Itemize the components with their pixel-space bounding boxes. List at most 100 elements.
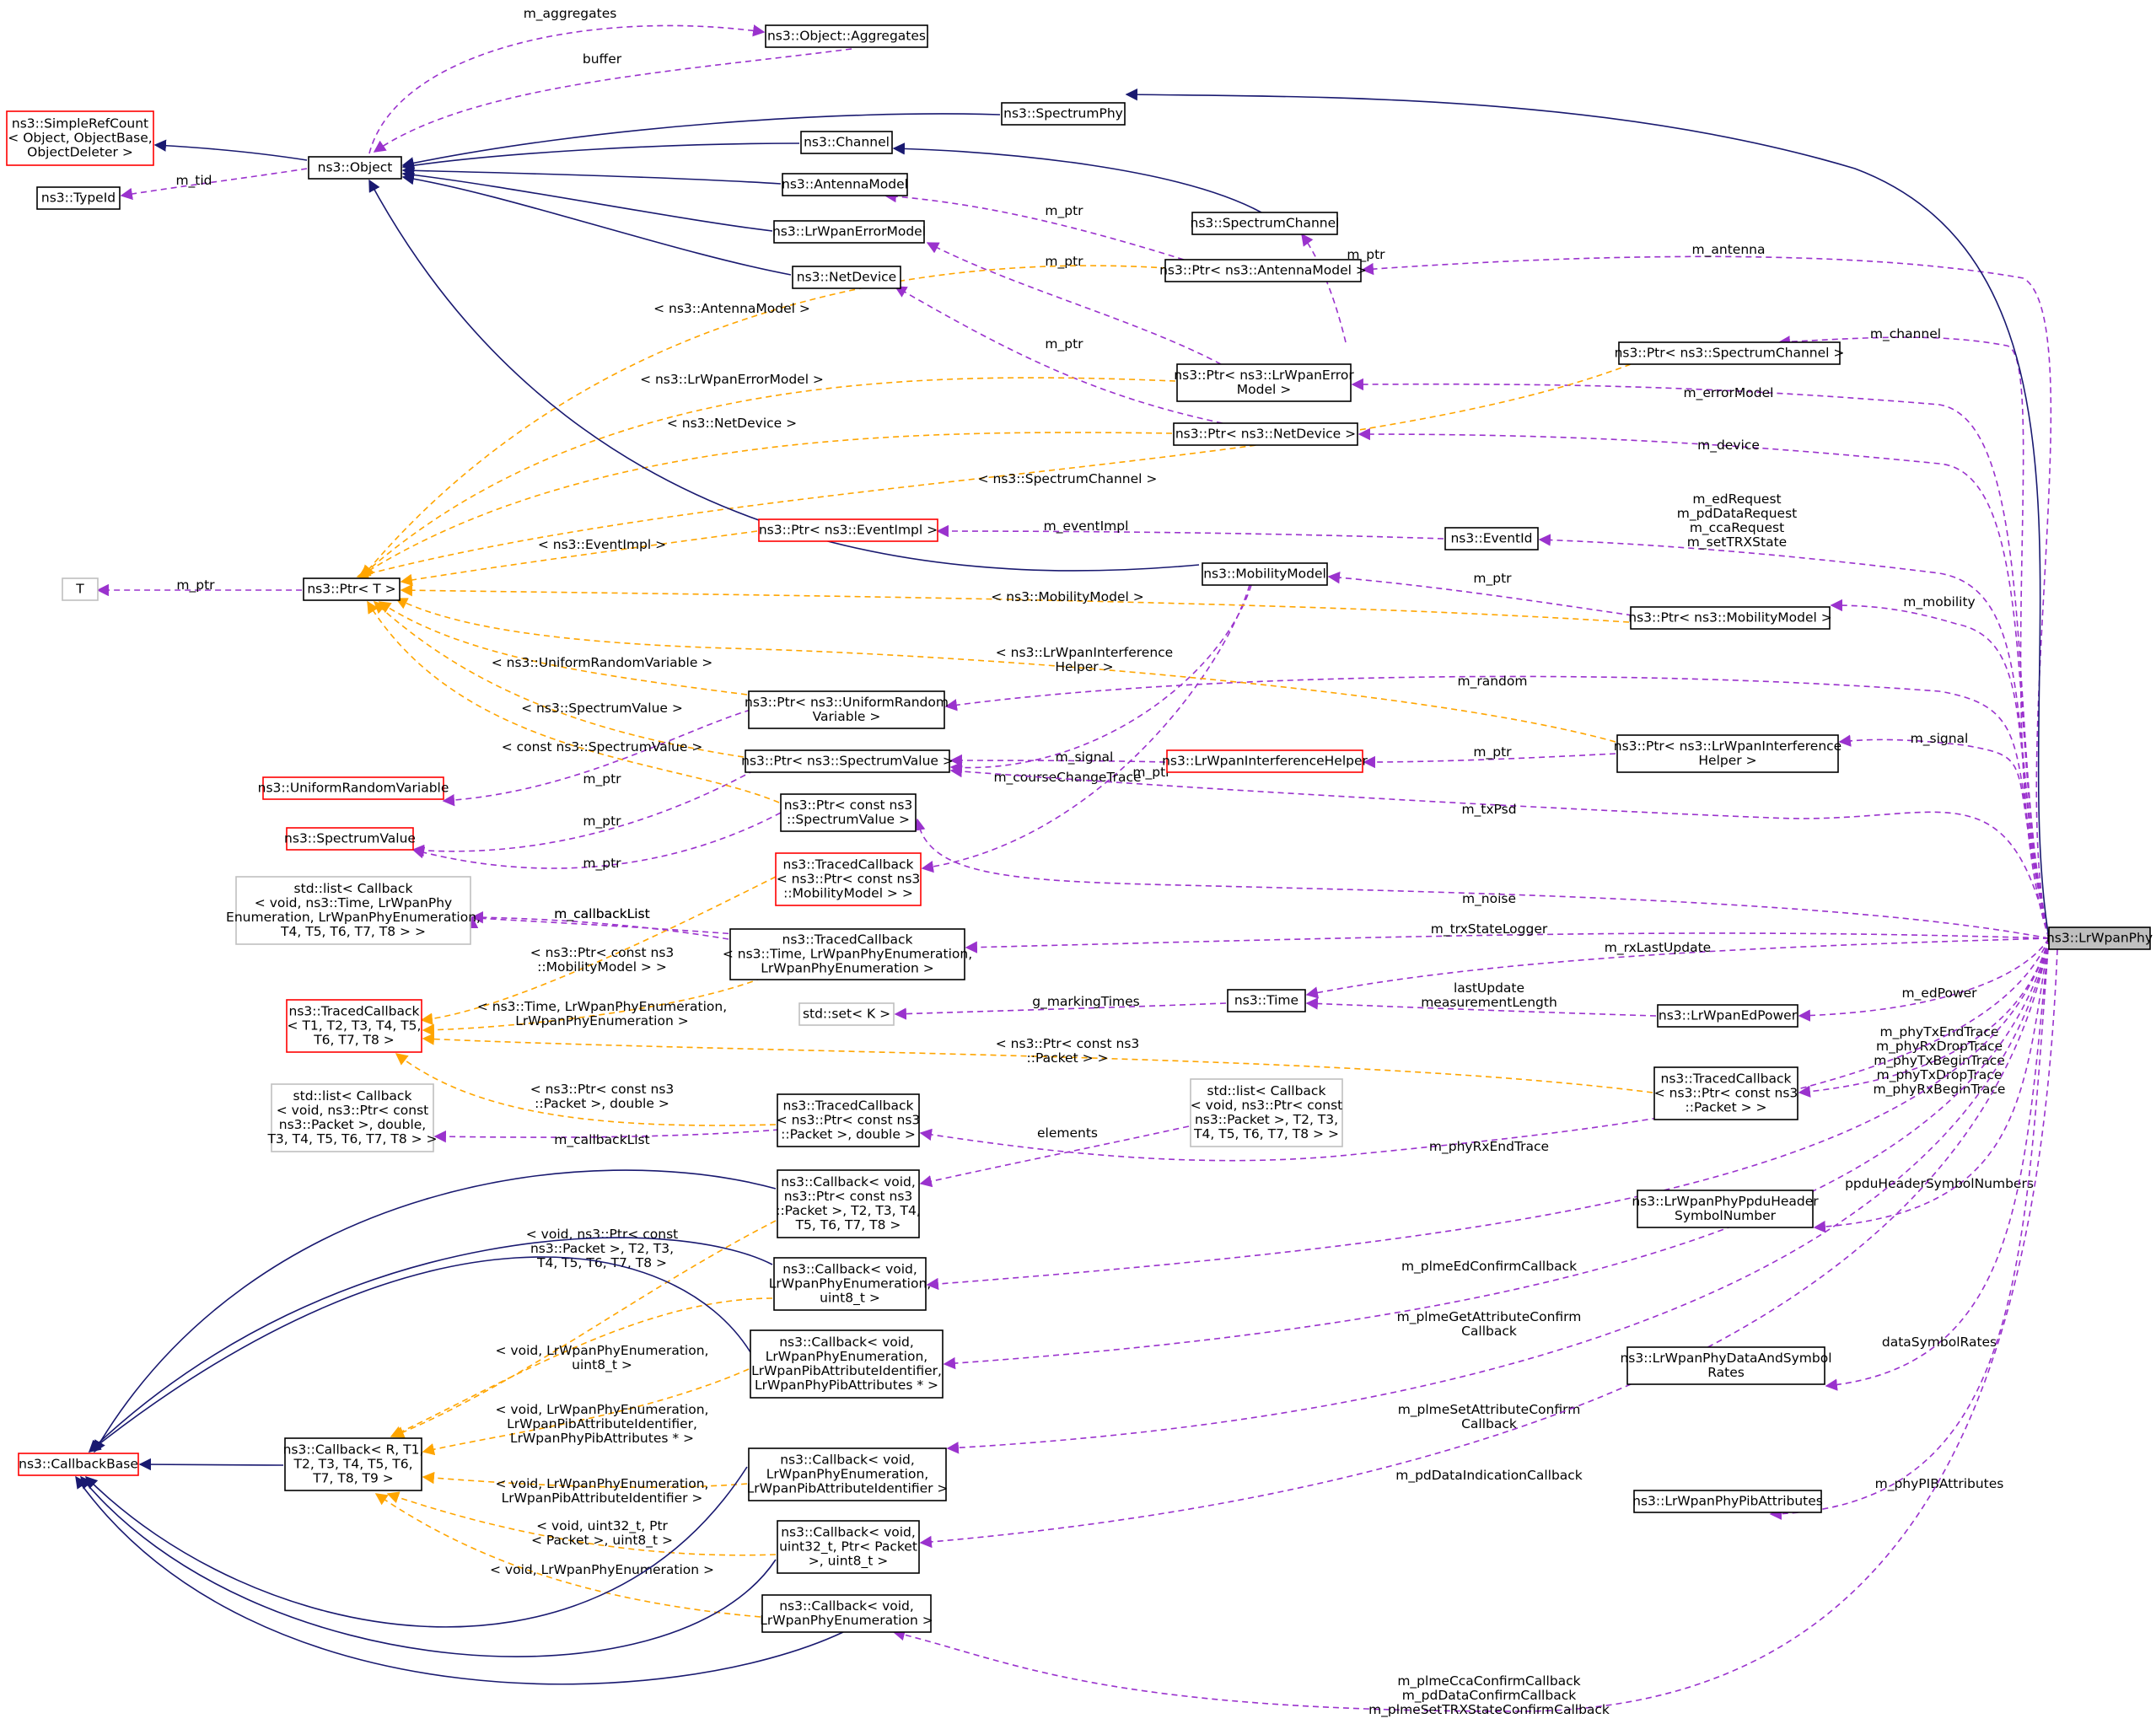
edge-label: < ns3::NetDevice > — [667, 416, 797, 431]
class-node-ptrspectrumchannel[interactable]: ns3::Ptr< ns3::SpectrumChannel > — [1615, 341, 1845, 365]
class-node-box — [1191, 212, 1338, 235]
edge-label: < void, LrWpanPhyEnumeration, — [496, 1402, 709, 1417]
usage-edge: m_ptr — [411, 755, 782, 857]
class-node-ptrinterference[interactable]: ns3::Ptr< ns3::LrWpanInterferenceHelper … — [1614, 734, 1841, 773]
class-node-box — [782, 173, 908, 196]
class-node-interferencehelper[interactable]: ns3::LrWpanInterferenceHelper — [1162, 749, 1368, 773]
class-node-eventid[interactable]: ns3::EventId — [1444, 527, 1539, 550]
class-node-cbpacket[interactable]: ns3::Callback< void,ns3::Ptr< const ns3:… — [776, 1169, 921, 1238]
class-node-ptrmobility[interactable]: ns3::Ptr< ns3::MobilityModel > — [1628, 606, 1832, 630]
class-node-box — [286, 999, 422, 1053]
class-node-simplerefcount[interactable]: ns3::SimpleRefCount< Object, ObjectBase,… — [6, 110, 154, 166]
edge-label: m_ptr — [583, 771, 621, 787]
usage-edge-line — [936, 524, 1444, 540]
class-node-cbuint32[interactable]: ns3::Callback< void,uint32_t, Ptr< Packe… — [777, 1520, 920, 1574]
class-node-object[interactable]: ns3::Object — [308, 156, 402, 180]
template-edge-line — [367, 600, 780, 803]
class-node-urv[interactable]: ns3::UniformRandomVariable — [258, 776, 449, 800]
usage-edge-line — [373, 48, 852, 153]
usage-edge: m_tid — [120, 168, 308, 201]
edge-label: < ns3::LrWpanInterference — [996, 645, 1173, 660]
class-node-cbenumuint8[interactable]: ns3::Callback< void,LrWpanPhyEnumeration… — [769, 1257, 931, 1311]
usage-edge-line — [884, 190, 1185, 260]
usage-edge: m_rxLastUpdate — [1305, 937, 2050, 999]
class-node-antennamodel[interactable]: ns3::AntennaModel — [782, 173, 908, 196]
class-node-setk[interactable]: std::set< K > — [798, 1002, 895, 1026]
class-node-ptrurv[interactable]: ns3::Ptr< ns3::UniformRandomVariable > — [745, 690, 949, 729]
usage-edge-line — [1361, 255, 2052, 939]
usage-edge-line — [894, 1002, 1227, 1020]
usage-edge-line — [946, 937, 2050, 1454]
class-node-label: ns3::TracedCallback — [1661, 1071, 1792, 1087]
class-node-ptrantenna[interactable]: ns3::Ptr< ns3::AntennaModel > — [1159, 259, 1367, 282]
class-node-tcpacketdouble[interactable]: ns3::TracedCallback< ns3::Ptr< const ns3… — [777, 1093, 921, 1147]
class-node-box — [1616, 734, 1839, 773]
class-node-ptrnetdevice[interactable]: ns3::Ptr< ns3::NetDevice > — [1173, 422, 1358, 446]
class-node-listcallbackpacket[interactable]: std::list< Callback< void, ns3::Ptr< con… — [1190, 1078, 1343, 1147]
usage-edge-line — [921, 584, 1250, 873]
class-node-ptrconstspectrumvalue[interactable]: ns3::Ptr< const ns3::SpectrumValue > — [780, 793, 917, 832]
usage-edge-line — [892, 948, 2058, 1712]
edge-label: < ns3::EventImpl > — [538, 537, 666, 552]
class-node-ptrerrormodel[interactable]: ns3::Ptr< ns3::LrWpanErrorModel > — [1174, 363, 1354, 402]
class-node-mobilitymodel[interactable]: ns3::MobilityModel — [1202, 562, 1328, 586]
class-node-aggregates[interactable]: ns3::Object::Aggregates — [765, 24, 928, 48]
class-node-typeid[interactable]: ns3::TypeId — [36, 186, 121, 210]
class-node-cbenumpibid[interactable]: ns3::Callback< void,LrWpanPhyEnumeration… — [747, 1447, 949, 1501]
edge-label: m_trxStateLogger — [1431, 921, 1548, 937]
class-node-ptreventimpl[interactable]: ns3::Ptr< ns3::EventImpl > — [758, 518, 938, 542]
class-node-cbenumpibattrs[interactable]: ns3::Callback< void,LrWpanPhyEnumeration… — [750, 1329, 944, 1399]
class-node-ptrt[interactable]: ns3::Ptr< T > — [303, 577, 401, 601]
usage-edge: m_errorModel — [1351, 378, 2050, 939]
template-edge: < ns3::SpectrumValue > — [373, 601, 745, 758]
class-node-spectrumchannel[interactable]: ns3::SpectrumChannel — [1191, 212, 1340, 235]
usage-edge-line — [1351, 378, 2050, 939]
class-node-tcpacket[interactable]: ns3::TracedCallback< ns3::Ptr< const ns3… — [1653, 1066, 1798, 1120]
class-node-pibattributes[interactable]: ns3::LrWpanPhyPibAttributes — [1632, 1490, 1823, 1513]
class-node-edpower[interactable]: ns3::LrWpanEdPower — [1657, 1004, 1798, 1028]
class-node-time[interactable]: ns3::Time — [1227, 989, 1306, 1012]
class-node-listcallbackpacketdouble[interactable]: std::list< Callback< void, ns3::Ptr< con… — [266, 1083, 438, 1152]
edge-label: m_plmeEdConfirmCallback — [1401, 1259, 1577, 1275]
class-node-tcbase[interactable]: ns3::TracedCallback< T1, T2, T3, T4, T5,… — [286, 999, 422, 1053]
class-node-channel[interactable]: ns3::Channel — [800, 131, 893, 154]
edge-label: Callback — [1461, 1324, 1517, 1339]
usage-edge-line — [1798, 937, 2050, 1098]
class-node-t[interactable]: T — [62, 577, 99, 601]
template-edge-line — [359, 377, 1176, 577]
usage-edge-line — [466, 916, 760, 937]
class-node-callbackbase[interactable]: ns3::CallbackBase — [18, 1453, 139, 1476]
class-node-spectrumvalue[interactable]: ns3::SpectrumValue — [284, 827, 416, 851]
usage-edge: elements — [919, 1125, 1190, 1188]
inherit-edge-line — [88, 1256, 751, 1453]
class-node-tcmobility[interactable]: ns3::TracedCallback< ns3::Ptr< const ns3… — [775, 852, 922, 906]
class-node-label: std::set< K > — [803, 1007, 890, 1022]
class-node-spectrumphy[interactable]: ns3::SpectrumPhy — [1001, 102, 1126, 126]
edge-label: m_phyRxDropTrace — [1876, 1039, 2003, 1055]
class-node-label: ns3::Callback< void, — [779, 1598, 914, 1614]
class-node-cbbase[interactable]: ns3::Callback< R, T1,T2, T3, T4, T5, T6,… — [283, 1437, 424, 1491]
class-node-listcallbacktime[interactable]: std::list< Callback< void, ns3::Time, Lr… — [226, 876, 481, 945]
class-node-lrwpanerrormodel[interactable]: ns3::LrWpanErrorModel — [772, 220, 926, 244]
class-node-netdevice[interactable]: ns3::NetDevice — [792, 266, 901, 289]
edge-label: m_phyTxBeginTrace — [1874, 1053, 2005, 1069]
edge-label: m_phyPIBAttributes — [1875, 1476, 2004, 1492]
class-node-label: ObjectDeleter > — [27, 145, 133, 160]
class-node-lrwpanphy[interactable]: ns3::LrWpanPhy — [2046, 926, 2153, 950]
class-node-label: < void, ns3::Time, LrWpanPhy — [255, 895, 452, 910]
class-node-label: ns3::CallbackBase — [19, 1457, 138, 1472]
usage-edge: m_courseChangeTrace — [949, 584, 1252, 786]
edge-label: ns3::Packet >, T2, T3, — [530, 1241, 674, 1256]
template-edge: < ns3::SpectrumChannel > — [356, 363, 1632, 580]
class-node-label: ns3::Callback< R, T1, — [283, 1442, 424, 1458]
class-node-box — [745, 749, 950, 773]
edge-label: < void, LrWpanPhyEnumeration, — [496, 1476, 709, 1491]
usage-edge: m_trxStateLogger — [965, 921, 2050, 953]
class-node-tctime[interactable]: ns3::TracedCallback< ns3::Time, LrWpanPh… — [723, 928, 972, 980]
edge-label: m_ptr — [1473, 744, 1512, 760]
class-node-ptrspectrumvalue[interactable]: ns3::Ptr< ns3::SpectrumValue > — [741, 749, 954, 773]
class-node-label: < T1, T2, T3, T4, T5, — [288, 1018, 422, 1034]
class-node-cbenum[interactable]: ns3::Callback< void,LrWpanPhyEnumeration… — [760, 1594, 933, 1633]
